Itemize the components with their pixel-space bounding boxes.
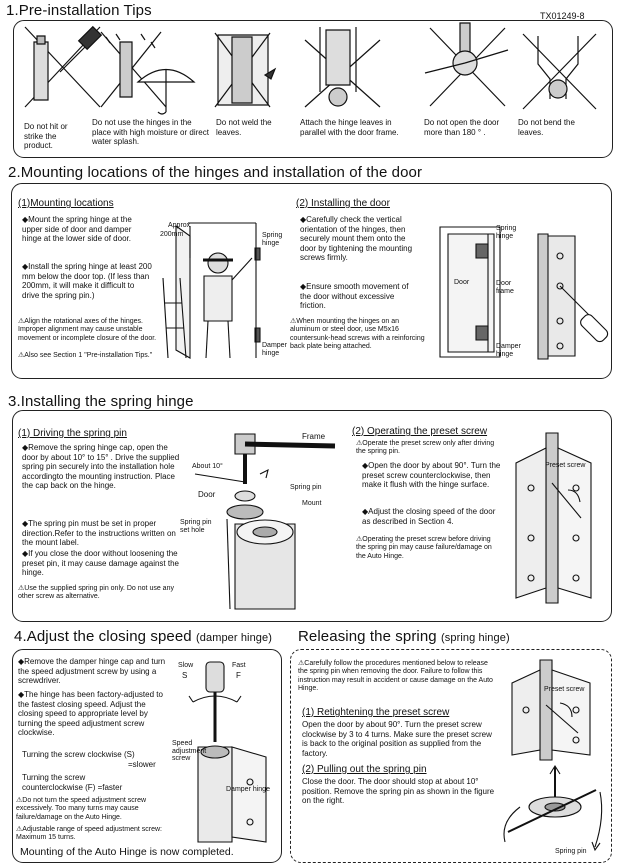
door-label-3: Door: [198, 490, 216, 499]
preset-screw-heading: (2) Operating the preset screw: [352, 426, 488, 437]
parallel-attach-illustration: [300, 22, 390, 117]
installing-door-heading: (2) Installing the door: [296, 198, 390, 209]
tip-3: Do not weld the leaves.: [216, 118, 272, 137]
section-4-title: 4.Adjust the closing speed (damper hinge…: [14, 628, 272, 645]
warning-icon: ⚠: [16, 797, 23, 804]
slow-label: Slow: [178, 662, 194, 669]
spring-hinge-label-2: Spring hinge: [496, 225, 517, 240]
mounting-warning-1: ⚠Align the rotational axes of the hinges…: [18, 318, 157, 342]
hinge-screwdriver-figure: [530, 226, 610, 366]
section-1-title: 1.Pre-installation Tips: [6, 2, 152, 19]
pin-bullet-2: ◆The spring pin must be set in proper di…: [22, 519, 176, 548]
door-frame-label: Door frame: [496, 280, 514, 295]
preset-screw-figure: [506, 428, 606, 608]
no-moisture-illustration: [96, 22, 196, 117]
turn-counter-result: counterclockwise (F) =faster: [22, 783, 123, 792]
section-5-title: Releasing the spring (spring hinge): [298, 628, 510, 645]
release-warning: ⚠Carefully follow the procedures mention…: [298, 660, 493, 692]
section-5-panel: [290, 649, 612, 863]
preset-bullet-2: ◆Adjust the closing speed of the door as…: [362, 507, 496, 526]
install-bullet-2: ◆Ensure smooth movement of the door with…: [300, 282, 409, 311]
speed-screw-label: Speed adjustment screw: [172, 740, 207, 763]
dimension-label: 200mm: [160, 231, 184, 238]
spring-pin-label: Spring pin: [290, 484, 322, 491]
warning-icon: ⚠: [356, 536, 363, 543]
retighten-figure: [500, 655, 610, 765]
section-2-title: 2.Mounting locations of the hinges and i…: [8, 164, 423, 181]
speed-warning-2: ⚠Adjustable range of speed adjustment sc…: [16, 826, 162, 842]
about-10-label: About 10°: [192, 463, 223, 470]
retighten-text: Open the door by about 90°. Turn the pre…: [302, 720, 492, 758]
s-label: S: [182, 671, 188, 680]
retighten-heading: (1) Retightening the preset screw: [302, 707, 450, 718]
door-figure: [430, 222, 520, 362]
speed-bullet-1: ◆Remove the damper hinge cap and turn th…: [18, 657, 166, 686]
warning-icon: ⚠: [16, 826, 23, 833]
section-3-title: 3.Installing the spring hinge: [8, 393, 194, 410]
warning-icon: ⚠: [356, 440, 363, 447]
warning-icon: ⚠: [290, 318, 297, 325]
pull-out-text: Close the door. The door should stop at …: [302, 777, 495, 806]
mount-label: Mount: [302, 500, 322, 507]
mounting-warning-2: ⚠Also see Section 1 "Pre-installation Ti…: [18, 352, 153, 359]
warning-icon: ⚠: [18, 318, 25, 325]
document-id: TX01249-8: [540, 11, 585, 21]
preset-warning-2: ⚠Operating the preset screw before drivi…: [356, 536, 492, 560]
turn-clockwise-result: =slower: [128, 760, 156, 769]
no-bend-illustration: [518, 24, 603, 119]
speed-bullet-2: ◆The hinge has been factory-adjusted to …: [18, 690, 163, 738]
tip-4: Attach the hinge leaves in parallel with…: [300, 118, 399, 137]
no-weld-illustration: [210, 25, 280, 120]
install-warning: ⚠When mounting the hinges on an aluminum…: [290, 318, 425, 350]
mounting-bullet-2: ◆Install the spring hinge at least 200 m…: [22, 262, 152, 300]
spring-hinge-label: Spring hinge: [262, 232, 283, 247]
spring-pin-label-5: Spring pin: [555, 848, 587, 855]
section-1-panel: [13, 20, 613, 158]
mounting-figure: [158, 218, 288, 368]
warning-icon: ⚠: [18, 352, 25, 359]
section-4-panel: [12, 649, 282, 863]
pin-warning: ⚠Use the supplied spring pin only. Do no…: [18, 585, 174, 601]
preset-screw-label-5: Preset screw: [544, 686, 585, 693]
preset-screw-label: Preset screw: [545, 462, 586, 469]
no-over-open-illustration: [420, 18, 515, 113]
tip-5: Do not open the door more than 180 ° .: [424, 118, 500, 137]
install-bullet-1: ◆Carefully check the vertical orientatio…: [300, 215, 413, 263]
pin-bullet-3: ◆If you close the door without loosening…: [22, 549, 179, 578]
fast-label: Fast: [232, 662, 246, 669]
speed-adjust-figure: [168, 662, 278, 842]
driving-pin-heading: (1) Driving the spring pin: [18, 428, 127, 439]
frame-label: Frame: [302, 432, 326, 441]
turn-clockwise-text: Turning the screw clockwise (S): [22, 750, 135, 759]
pin-bullet-1: ◆Remove the spring hinge cap, open the d…: [22, 443, 180, 491]
speed-warning-1: ⚠Do not turn the speed adjustment screw …: [16, 797, 147, 821]
section-2-panel: [11, 183, 612, 379]
no-hit-illustration: [20, 22, 115, 117]
damper-hinge-label-4: Damper hinge: [226, 786, 270, 793]
preset-warning-1: ⚠Operate the preset screw only after dri…: [356, 440, 495, 456]
mounting-bullet-1: ◆Mount the spring hinge at the upper sid…: [22, 215, 132, 244]
tip-1: Do not hit or strike the product.: [24, 122, 68, 151]
door-label: Door: [454, 279, 470, 286]
mounting-locations-heading: (1)Mounting locations: [18, 198, 114, 209]
pull-out-heading: (2) Pulling out the spring pin: [302, 764, 427, 775]
turn-counter-text: Turning the screw: [22, 773, 86, 782]
damper-hinge-label-2: Damper hinge: [496, 343, 521, 358]
approx-label: Approx: [168, 222, 191, 229]
section-3-panel: [12, 410, 612, 622]
completion-message: Mounting of the Auto Hinge is now comple…: [20, 846, 234, 858]
pull-pin-figure: [500, 762, 610, 862]
warning-icon: ⚠: [298, 660, 305, 667]
spring-pin-figure: [185, 424, 345, 609]
damper-hinge-label: Damper hinge: [262, 342, 287, 357]
preset-bullet-1: ◆Open the door by about 90°. Turn the pr…: [362, 461, 501, 490]
tip-2: Do not use the hinges in the place with …: [92, 118, 209, 147]
f-label: F: [236, 671, 241, 680]
spring-pin-set-hole-label: Spring pin set hole: [180, 519, 212, 534]
warning-icon: ⚠: [18, 585, 25, 592]
tip-6: Do not bend the leaves.: [518, 118, 575, 137]
